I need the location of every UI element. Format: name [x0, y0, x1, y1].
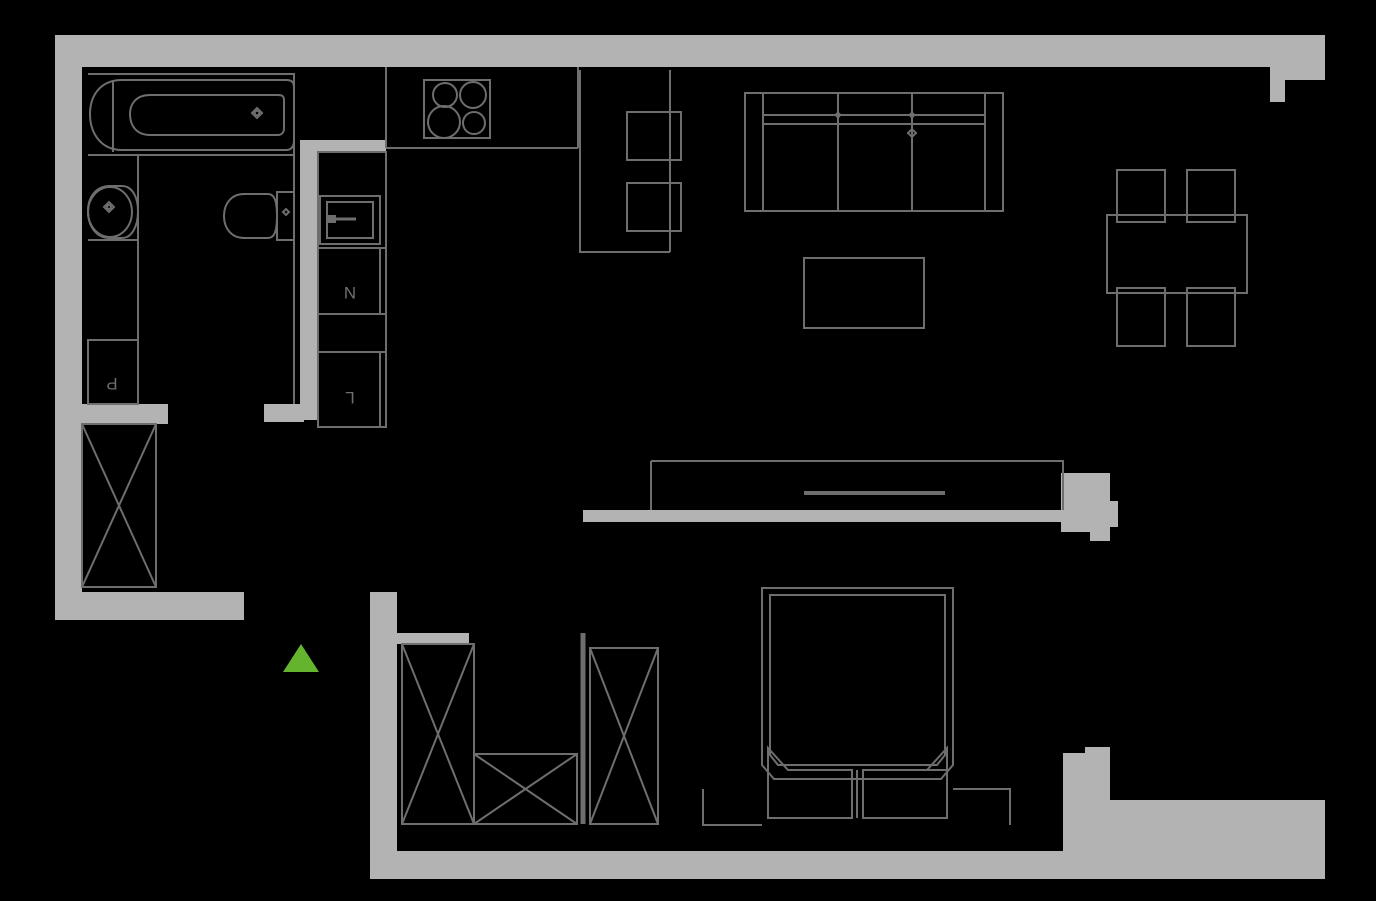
wardrobe-bedroom-2	[473, 753, 578, 825]
kitchen-appliance-column: N L	[317, 151, 387, 428]
wall-column-center	[1061, 473, 1118, 541]
wall-kitchen-top-stub	[318, 140, 386, 152]
dining-chair-bottom-left	[1116, 287, 1166, 347]
washing-machine	[87, 339, 139, 405]
pillow-right	[862, 745, 948, 819]
dining-chair-bottom-right	[1186, 287, 1236, 347]
bathroom-fixtures: P	[86, 73, 295, 405]
coffee-table	[803, 257, 925, 329]
wall-exterior-left	[55, 35, 82, 620]
bathroom-outline	[88, 73, 295, 404]
cooktop	[423, 79, 491, 139]
wall-stub-hall-bottom	[264, 404, 304, 422]
closet-outline	[650, 460, 1064, 510]
washbasin	[86, 185, 140, 239]
wall-bedroom-top-stub	[397, 633, 469, 644]
bar-stool-lower	[626, 182, 682, 232]
nightstand-left	[702, 789, 762, 826]
bedroom-closet-run	[650, 460, 1064, 510]
dishwasher-label: N	[344, 283, 356, 302]
wall-bedroom-left	[370, 592, 397, 851]
wall-exterior-bottom-right	[1063, 747, 1325, 851]
wall-exterior-bottom	[370, 851, 1325, 879]
wall-bathroom-bottom	[82, 404, 168, 424]
dining-table	[1106, 214, 1248, 294]
wall-exterior-bottom-left	[55, 592, 244, 620]
walls-group	[55, 35, 1325, 879]
refrigerator	[317, 351, 381, 428]
bathtub	[88, 79, 295, 152]
washing-machine-label: P	[106, 374, 117, 393]
kitchen-fixtures	[385, 67, 682, 253]
living-room-furniture	[744, 92, 1004, 329]
dining-furniture	[1106, 169, 1248, 347]
nightstand-right	[953, 788, 1011, 825]
wardrobe-group	[81, 423, 659, 825]
oven	[319, 195, 381, 245]
wardrobe-bedroom-3	[580, 633, 659, 825]
dining-chair-top-right	[1186, 169, 1236, 223]
refrigerator-label: L	[345, 388, 354, 407]
wall-exterior-top	[55, 35, 1325, 102]
wardrobe-hall	[81, 423, 157, 588]
bar-stool-upper	[626, 111, 682, 161]
pillow-left	[767, 745, 853, 819]
wall-bedroom-divider	[583, 510, 1063, 522]
bed	[761, 587, 954, 780]
dining-chair-top-left	[1116, 169, 1166, 223]
entrance-triangle-icon[interactable]	[283, 644, 319, 672]
wardrobe-bedroom-1	[401, 643, 475, 825]
bedroom-furniture	[702, 587, 1011, 826]
dishwasher	[317, 247, 381, 315]
wall-partition-hall	[300, 140, 318, 420]
toilet	[222, 191, 295, 241]
sofa	[744, 92, 1004, 212]
kitchen-island	[579, 70, 670, 253]
